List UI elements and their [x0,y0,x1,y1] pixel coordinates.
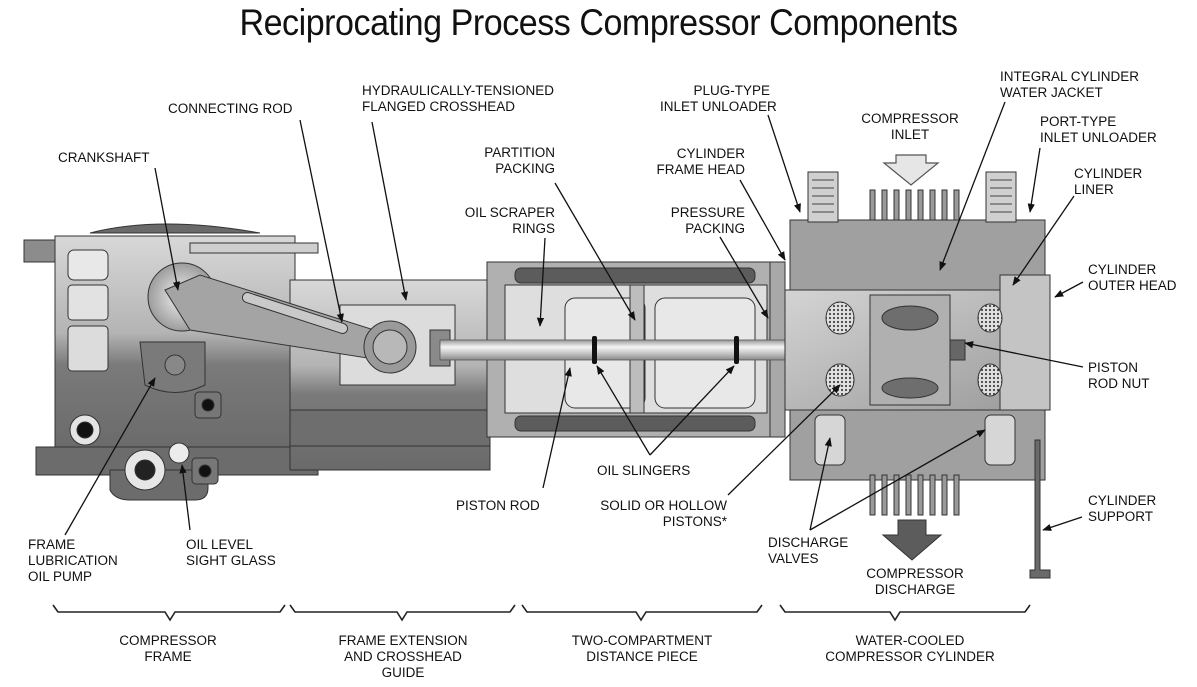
valve-mesh [825,301,855,335]
piston-rod-nut [949,339,966,361]
leader-rod-nut [964,341,1084,368]
frame-lube-pump [139,341,206,393]
oil-slinger [592,336,597,364]
valve-mesh [977,363,1003,397]
compressor-discharge-arrow [881,519,943,561]
cylinder-outer-head-body [999,274,1051,411]
frame-top-dome [89,223,261,234]
leader-piston-rod [542,367,572,489]
connecting-rod-web [241,292,349,334]
brace-frame [52,604,286,622]
leader-oil-slinger-1 [596,365,651,456]
frame-oil-drain-flange [124,449,166,491]
discharge-valve [984,414,1016,466]
leader-partition-packing [554,182,636,321]
frame-extension [164,274,491,471]
leader-oil-slinger-2 [649,365,735,456]
leader-lines [64,101,1084,536]
leader-discharge-valve-2 [809,429,986,531]
frame-window [67,249,109,281]
frame-port-flange [69,414,101,446]
label-oil-slingers: OIL SLINGERS [597,463,691,478]
brace-cylinder [779,604,1031,622]
section-braces [52,604,1031,622]
label-crankshaft: CRANKSHAFT [58,150,150,165]
compressor-inlet-arrow [882,154,940,186]
leader-crankshaft [154,167,181,291]
label-connecting-rod: CONNECTING ROD [168,101,293,116]
frame-window [67,325,109,372]
leader-cylinder-liner [1012,195,1075,286]
oil-slinger [734,336,739,364]
cylinder-upper-body [789,219,1046,296]
leader-port-unloader [1027,147,1041,213]
leader-discharge-valve-1 [809,437,832,531]
frame-tie-rod [189,242,319,254]
brace-extension [289,604,516,622]
leader-pistons [727,384,841,496]
leader-sight-glass [179,464,191,531]
label-piston-rod: PISTON ROD [456,498,540,513]
leader-plug-unloader [767,114,801,213]
cylinder-cooling-fins-bottom [869,474,960,516]
leader-oil-pump [64,377,156,536]
brace-distance-piece [521,604,763,622]
valve-mesh [977,303,1003,333]
port-type-unloader [985,171,1017,223]
leader-oil-scraper [536,237,546,327]
leader-frame-head [739,179,786,261]
cylinder-support [1029,439,1051,579]
leader-outer-head [1054,281,1084,298]
frame-window [67,284,109,321]
compressor-frame [23,223,319,501]
leader-cylinder-support [1042,516,1083,531]
leader-pressure-packing [719,236,769,319]
diagram-title: Reciprocating Process Compressor Compone… [239,2,958,43]
leader-water-jacket [939,101,1006,271]
plug-type-unloader [807,171,839,223]
valve-mesh [825,363,855,397]
compressor-cylinder [784,171,1051,579]
oil-level-sight-glass [168,442,190,464]
leader-connecting-rod [299,119,344,323]
leader-crosshead [371,121,409,301]
